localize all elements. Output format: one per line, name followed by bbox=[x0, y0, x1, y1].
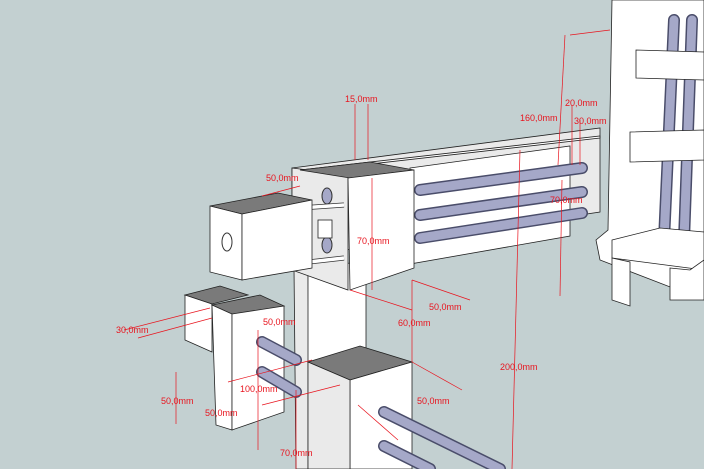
dim-label: 200,0mm bbox=[500, 362, 538, 372]
dim-label: 50,0mm bbox=[417, 396, 450, 406]
dim-label: 20,0mm bbox=[565, 98, 598, 108]
dim-label: 30,0mm bbox=[116, 325, 149, 335]
lower-left-blocks bbox=[183, 285, 302, 431]
dim-label: 50,0mm bbox=[429, 302, 462, 312]
dimension-lines bbox=[123, 29, 611, 469]
right-frame bbox=[595, 0, 704, 307]
dim-label: 60,0mm bbox=[398, 318, 431, 328]
dim-label: 50,0mm bbox=[161, 396, 194, 406]
dim-label: 160,0mm bbox=[520, 113, 558, 123]
dim-label: 50,0mm bbox=[266, 173, 299, 183]
dim-label: 30,0mm bbox=[574, 116, 607, 126]
dim-label: 15,0mm bbox=[345, 94, 378, 104]
dim-label: 70,0mm bbox=[550, 195, 583, 205]
dim-label: 70,0mm bbox=[357, 236, 390, 246]
dim-label: 50,0mm bbox=[263, 317, 296, 327]
dim-label: 70,0mm bbox=[280, 448, 313, 458]
motor-cube bbox=[209, 192, 333, 281]
dim-label: 50,0mm bbox=[205, 408, 238, 418]
lower-block bbox=[306, 345, 506, 469]
dim-label: 100,0mm bbox=[240, 384, 278, 394]
dimension-labels: 15,0mm 20,0mm 160,0mm 30,0mm 50,0mm 70,0… bbox=[116, 94, 607, 458]
